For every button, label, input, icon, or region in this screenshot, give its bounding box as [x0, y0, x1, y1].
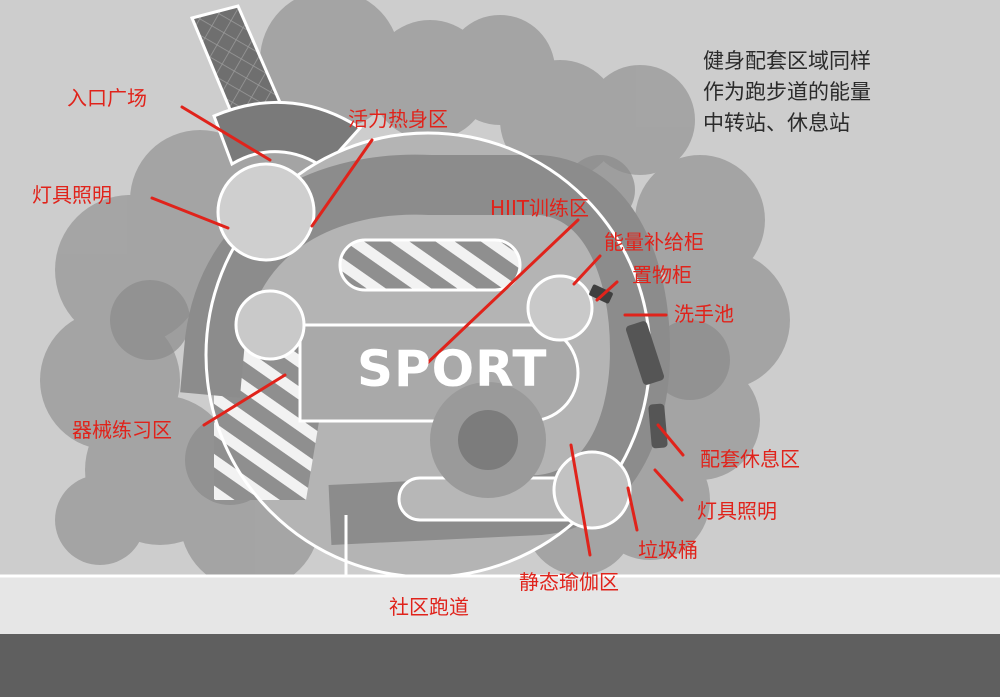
cabinet-block [589, 284, 613, 304]
warmup-pod [216, 162, 316, 262]
label-equipment-zone: 器械练习区 [72, 418, 172, 442]
label-lighting-right: 灯具照明 [697, 499, 777, 523]
sport-title: SPORT [357, 340, 548, 398]
note-line-1: 健身配套区域同样 [703, 49, 871, 73]
label-hiit-zone: HIIT训练区 [490, 196, 590, 220]
label-rest-area: 配套休息区 [700, 447, 800, 471]
label-hand-sink: 洗手池 [674, 302, 734, 326]
label-energy-cabinet: 能量补给柜 [604, 230, 704, 254]
pod-left [234, 289, 306, 361]
community-track [0, 576, 1000, 634]
label-entrance-plaza: 入口广场 [67, 86, 147, 110]
label-yoga-zone: 静态瑜伽区 [519, 570, 619, 594]
hiit-track [338, 238, 522, 292]
plaza-tree-core [458, 410, 518, 470]
label-warmup-zone: 活力热身区 [348, 107, 448, 131]
label-community-track: 社区跑道 [389, 595, 469, 619]
road-band [0, 634, 1000, 697]
rest-bench-1 [625, 321, 665, 385]
label-trash-bin: 垃圾桶 [638, 538, 698, 562]
note-line-2: 作为跑步道的能量 [703, 80, 871, 104]
label-storage-cabinet: 置物柜 [632, 263, 692, 287]
tree-canopy [40, 0, 790, 590]
design-note: 健身配套区域同样 作为跑步道的能量 中转站、休息站 [703, 46, 943, 139]
note-line-3: 中转站、休息站 [703, 111, 850, 135]
label-lighting-left: 灯具照明 [32, 183, 112, 207]
yoga-capsule [397, 476, 602, 522]
leader-lines [150, 105, 685, 557]
pod-right [526, 274, 594, 342]
yoga-pod [552, 450, 632, 530]
